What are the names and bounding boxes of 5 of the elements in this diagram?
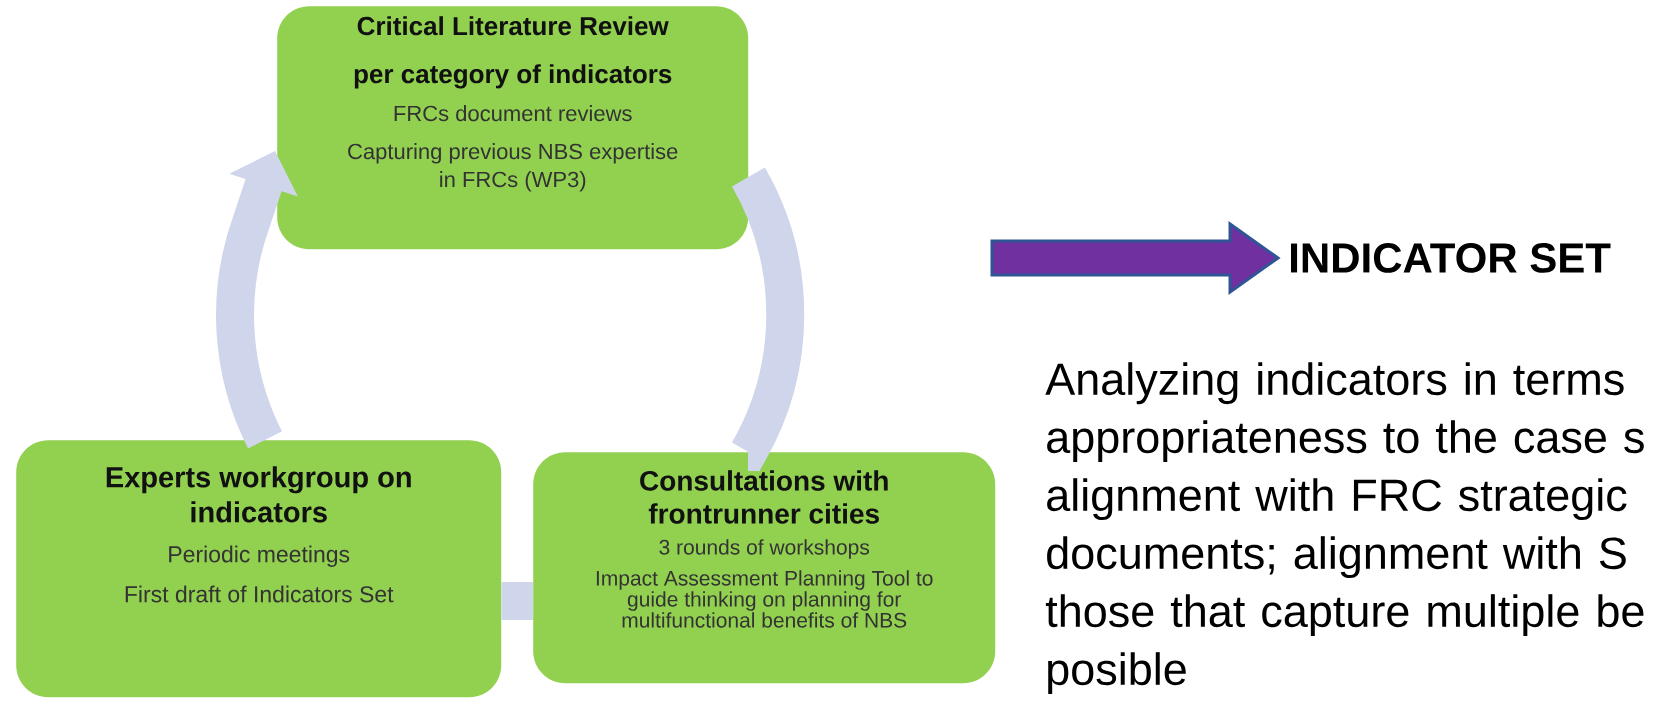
description-text: Analyzing indicators in terms appropriateness to the case s alignment with FRC strategic documents; alignment with S those that capture multiple be posible bbox=[1045, 362, 1644, 695]
result-heading: INDICATOR SET bbox=[1291, 243, 1611, 273]
process-box: Consultations with frontrunner cities 3 rounds of workshops Impact Assessment Planning Tool to guide thinking on planning for multifunctional benefits of NBS bbox=[533, 452, 996, 684]
process-box: Experts workgroup on indicators Periodic meetings First draft of Indicators Set bbox=[16, 440, 502, 698]
process-box: Critical Literature Review per category of indicators FRCs document reviews Capturing previous NBS expertise in FRCs (WP3) bbox=[277, 6, 749, 250]
